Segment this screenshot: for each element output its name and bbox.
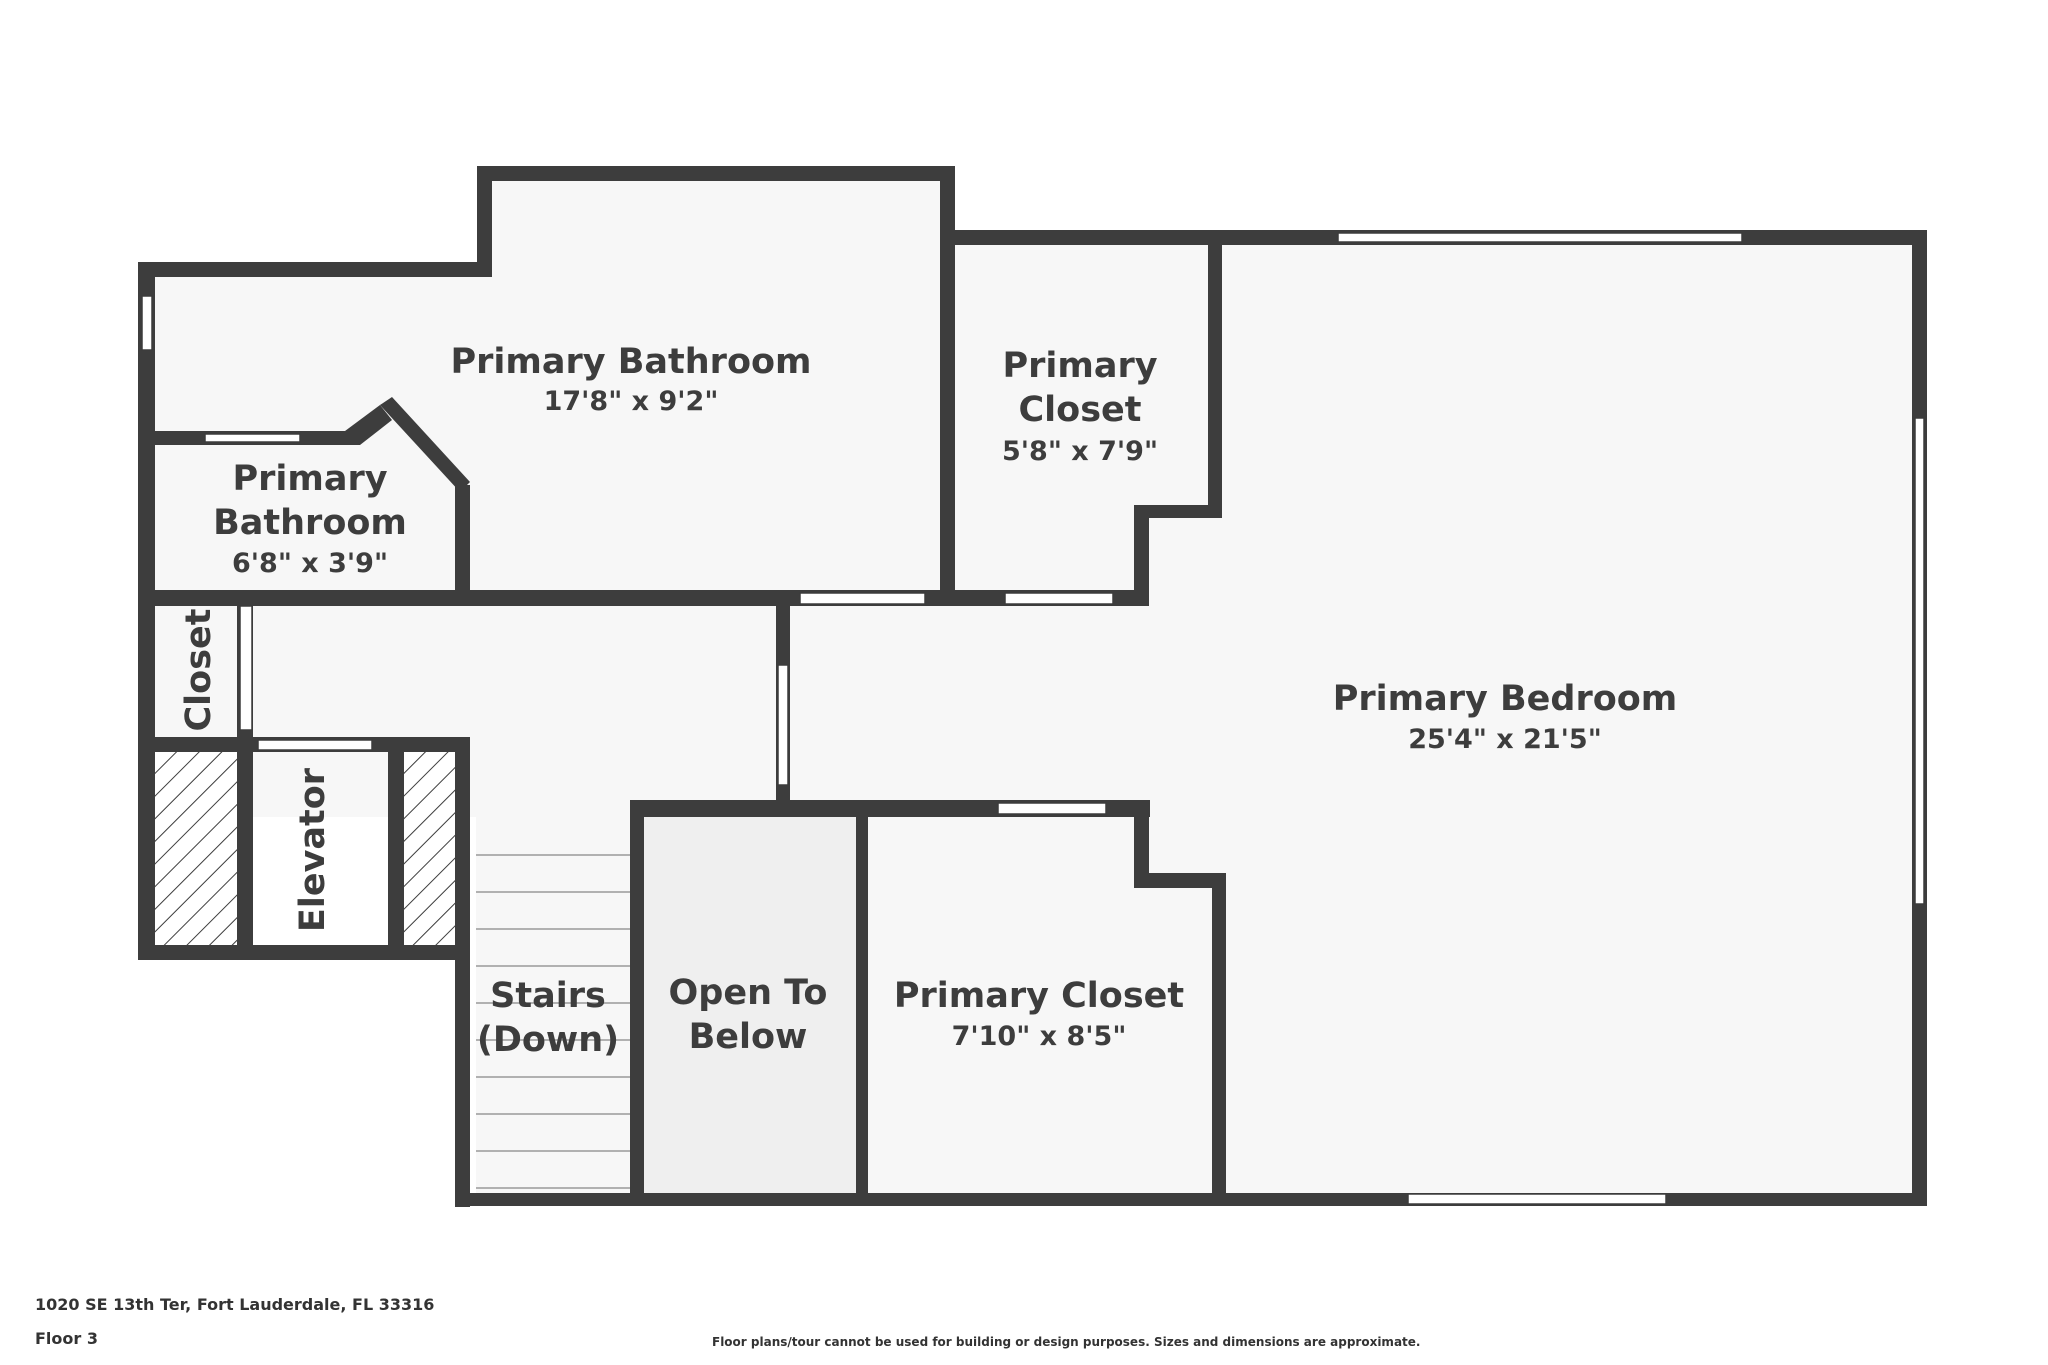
primary-bathroom-small-label-1: Primary [232, 459, 387, 499]
window-small-bath [204, 433, 301, 443]
walls [138, 166, 1927, 1207]
primary-closet-top-label-1: Primary [1002, 346, 1157, 386]
door-closet-small [239, 605, 253, 731]
open-to-below-label-2: Below [689, 1017, 808, 1057]
primary-closet-top-dims: 5'8" x 7'9" [1002, 436, 1158, 467]
primary-closet-bottom-dims: 7'10" x 8'5" [952, 1021, 1127, 1052]
window-bedroom-top [1337, 232, 1743, 243]
primary-closet-top-label-2: Closet [1018, 390, 1141, 430]
door-closet-bottom [997, 802, 1107, 815]
hatched-shaft-right [404, 752, 460, 947]
primary-closet-bottom-label: Primary Closet [894, 976, 1184, 1016]
door-bathroom [799, 592, 926, 605]
primary-bathroom-small-label-2: Bathroom [213, 503, 407, 543]
door-closet-top [1004, 592, 1114, 605]
elevator-label: Elevator [293, 767, 333, 932]
primary-bedroom-label: Primary Bedroom [1333, 679, 1678, 719]
hatched-shaft-left [155, 752, 237, 947]
primary-bedroom-dims: 25'4" x 21'5" [1408, 724, 1602, 755]
address-text: 1020 SE 13th Ter, Fort Lauderdale, FL 33… [35, 1295, 435, 1314]
open-to-below-area [644, 817, 856, 1195]
door-elevator [257, 739, 373, 751]
floor-label: Floor 3 [35, 1329, 98, 1348]
stairs-label-2: (Down) [477, 1020, 619, 1060]
open-to-below-label-1: Open To [669, 973, 828, 1013]
room-labels: Primary Bathroom 17'8" x 9'2" Primary Cl… [179, 342, 1677, 1060]
closet-label: Closet [179, 608, 219, 731]
primary-bathroom-dims: 17'8" x 9'2" [544, 386, 719, 417]
openings [141, 232, 1925, 1205]
primary-bathroom-label: Primary Bathroom [450, 342, 811, 382]
window-left [141, 295, 153, 351]
door-hall [777, 664, 789, 786]
disclaimer-text: Floor plans/tour cannot be used for buil… [712, 1335, 1421, 1349]
window-bedroom-right [1914, 417, 1925, 905]
primary-bathroom-small-dims: 6'8" x 3'9" [232, 548, 388, 579]
stair-treads [476, 854, 634, 1189]
door-bedroom-bottom [1407, 1193, 1667, 1205]
stairs-label-1: Stairs [490, 976, 606, 1016]
floor-areas [155, 180, 1912, 1195]
